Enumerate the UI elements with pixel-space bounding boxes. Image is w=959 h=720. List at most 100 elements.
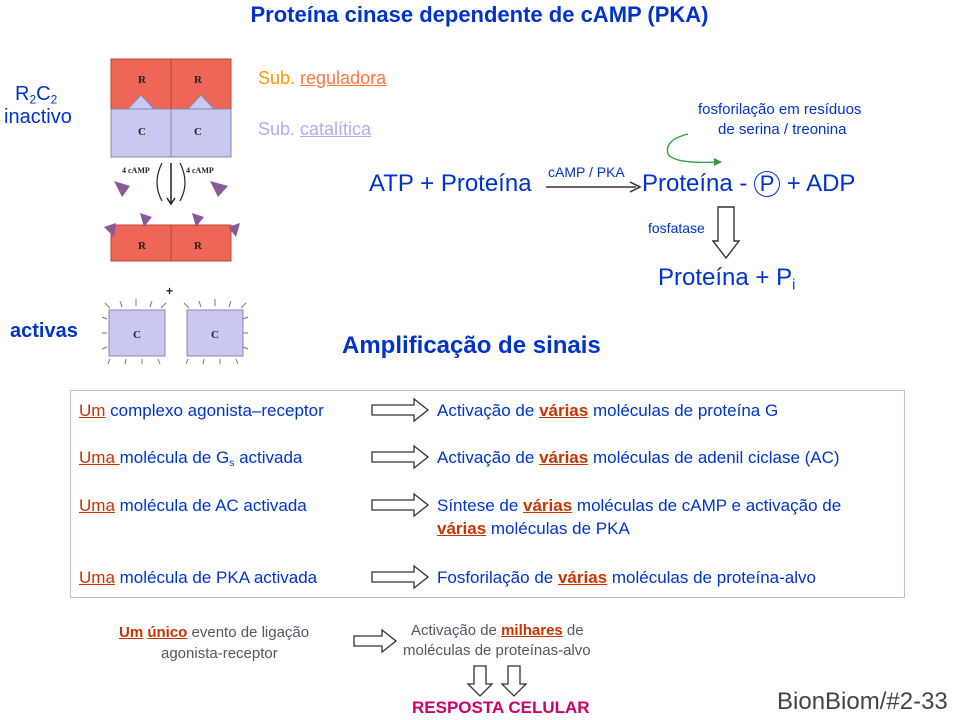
c-label-free-right: C: [211, 329, 219, 341]
right-prefix: Proteína -: [642, 170, 755, 197]
row3-left-text: molécula de AC activada: [114, 496, 307, 515]
regulatory-subunit-label: Sub. reguladora: [258, 68, 386, 89]
right-suffix: + ADP: [780, 170, 856, 197]
summary-unico: único: [147, 624, 188, 641]
down-arrow-icon-1: [466, 665, 494, 697]
active-regulatory-dimer: R R: [104, 213, 240, 262]
arrow-curve-right-icon: [179, 162, 186, 202]
phosphatase-label: fosfatase: [648, 220, 705, 236]
activity-rays: [101, 299, 249, 365]
row2-right-b: moléculas de adenil ciclase (AC): [588, 448, 840, 467]
camp-label-left: 4 cAMP: [122, 166, 150, 175]
catalytic-subunit-label: Sub. catalítica: [258, 119, 371, 140]
row2-left-sub: s: [229, 458, 235, 470]
binding-notch-left: [126, 94, 156, 110]
r2c2-sub1: 2: [29, 92, 37, 107]
camp-bound-2: [140, 213, 152, 227]
product-label: Proteína + Pi: [658, 264, 795, 293]
r2c2-label: R2C2: [15, 83, 57, 107]
camp-shape-right: [210, 181, 228, 197]
summary-right-b: de: [562, 622, 584, 639]
summary-arrow-icon: [353, 628, 398, 654]
row4-left-text: molécula de PKA activada: [114, 568, 318, 587]
row4-left-underline: Uma: [79, 568, 115, 587]
pka-activation-diagram: R R C C 4 cAMP 4 cAMP R R + C C: [101, 58, 249, 365]
row2-left-b: activada: [234, 448, 303, 467]
binding-notch-right: [186, 94, 216, 110]
slide-footer: BionBiom/#2-33: [777, 688, 948, 715]
row2-left-underline: Uma: [79, 448, 120, 467]
row1-right-b: moléculas de proteína G: [588, 401, 779, 420]
hollow-arrow-icon-3: [371, 492, 430, 518]
down-arrow-icon-2: [500, 665, 528, 697]
catalytic-subunit-right: [170, 108, 232, 158]
row1-right: Activação de várias moléculas de proteín…: [437, 401, 778, 421]
row4-right-b: moléculas de proteína-alvo: [607, 568, 816, 587]
arrow-down-icon: [166, 163, 176, 206]
arrow-curve-left-icon: [156, 162, 163, 202]
camp-shape-left: [114, 181, 130, 197]
row3-right-a: Síntese de: [437, 496, 524, 515]
reaction-right-side: Proteína - P + ADP: [642, 170, 855, 198]
summary-left-line2: agonista-receptor: [161, 645, 278, 662]
r2c2-r: R: [15, 83, 30, 105]
c-label-free-left: C: [133, 329, 141, 341]
catalytic-free-left: [108, 309, 166, 357]
regulatory-subunit-active-left: [110, 224, 172, 262]
row3-left: Uma molécula de AC activada: [79, 496, 307, 516]
summary-right-line2: moléculas de proteínas-alvo: [403, 642, 591, 659]
r-label-top-left: R: [138, 74, 147, 86]
catalytic-free-right: [186, 309, 244, 357]
row3-right-underline2: várias: [437, 519, 487, 538]
summary-right-line1: Activação de milhares de: [411, 622, 584, 639]
hollow-arrow-icon-2: [371, 444, 430, 470]
hollow-arrow-icon-4: [371, 564, 430, 590]
curved-arrow-icon: [666, 133, 722, 166]
row3-right-line2: várias moléculas de PKA: [437, 519, 630, 539]
row2-right-a: Activação de: [437, 448, 540, 467]
c-label-top-left: C: [138, 126, 146, 138]
row1-right-a: Activação de: [437, 401, 540, 420]
summary-left-line1: Um único evento de ligação: [119, 624, 309, 641]
product-sub: i: [792, 277, 796, 294]
free-catalytic-subunits: C C: [101, 299, 249, 365]
sub-prefix-regulatory: Sub.: [258, 68, 301, 88]
active-label: activas: [10, 320, 78, 342]
r2c2-sub2: 2: [50, 92, 58, 107]
row4-left: Uma molécula de PKA activada: [79, 568, 317, 588]
summary-right-a: Activação de: [411, 622, 502, 639]
row1-left-text: complexo agonista–receptor: [105, 401, 324, 420]
phosphatase-arrow-icon: [712, 206, 740, 260]
camp-bound-4: [228, 223, 240, 237]
row3-right: Síntese de várias moléculas de cAMP e ac…: [437, 496, 841, 516]
amplification-box: [70, 390, 905, 598]
regulatory-subunit-active-right: [170, 224, 232, 262]
phosphate-circle: P: [754, 171, 781, 197]
camp-bound-1: [104, 223, 116, 237]
response-arrows: [466, 665, 528, 697]
summary-um: Um: [119, 624, 144, 641]
sub-prefix-catalytic: Sub.: [258, 119, 301, 139]
row2-left: Uma molécula de Gs activada: [79, 448, 302, 469]
sub-regulatory-text: reguladora: [300, 68, 387, 88]
inactive-label: inactivo: [4, 106, 72, 128]
c-label-top-right: C: [194, 126, 202, 138]
reaction-left-side: ATP + Proteína: [369, 170, 532, 197]
reaction-arrow-label: cAMP / PKA: [548, 164, 625, 180]
response-label: RESPOSTA CELULAR: [412, 698, 590, 717]
row2-left-a: molécula de G: [119, 448, 230, 467]
row-arrows: [371, 397, 430, 590]
row3-right-c: moléculas de PKA: [486, 519, 630, 538]
plus-sign: +: [166, 284, 173, 298]
summary-left-a: evento de ligação: [187, 624, 310, 641]
row4-right-underline: várias: [557, 568, 608, 587]
row1-left-underline: Um: [79, 401, 106, 420]
reaction-arrow-icon: [546, 181, 642, 193]
r-label-top-right: R: [194, 74, 203, 86]
hollow-arrow-icon-1: [371, 397, 430, 423]
phospho-note-line2: de serina / treonina: [718, 121, 847, 138]
summary-milhares: milhares: [501, 622, 563, 639]
r-label-active-left: R: [138, 240, 147, 252]
row2-right: Activação de várias moléculas de adenil …: [437, 448, 840, 468]
slide-title: Proteína cinase dependente de cAMP (PKA): [250, 2, 709, 27]
